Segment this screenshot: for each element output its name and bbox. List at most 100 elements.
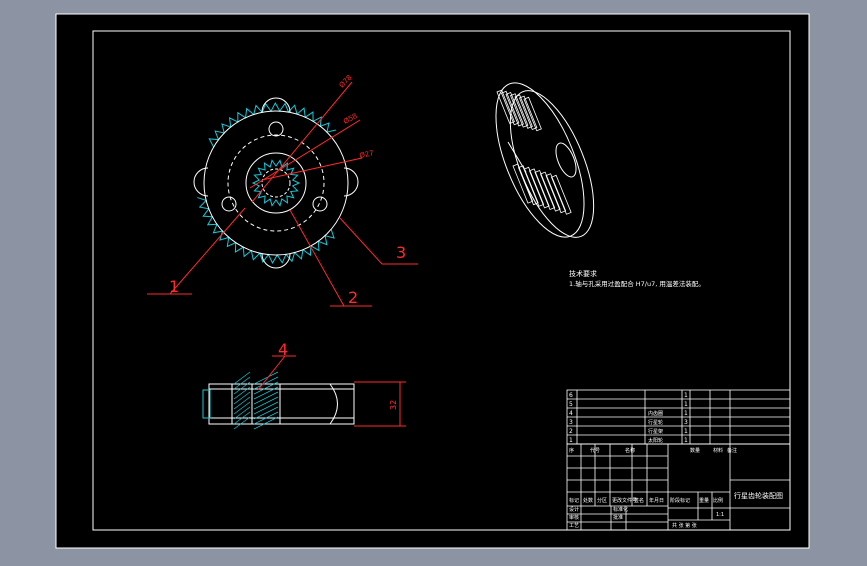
hatchA-stroke	[233, 416, 251, 430]
tb-label-standard: 标准化	[613, 506, 628, 513]
leader-balloon-3	[339, 217, 383, 265]
isoGearBottom-rib	[539, 171, 561, 212]
isoGearBottom-rib	[545, 173, 567, 214]
hatchA-stroke	[233, 411, 251, 425]
isoGearTop-rib	[505, 92, 524, 127]
dim-inner-text: Ø27	[359, 149, 375, 160]
hatchB-stroke	[253, 416, 279, 430]
dim-height-text: 32	[389, 400, 398, 410]
leader-dim-middle	[249, 119, 361, 189]
tb-label-zone: 分区	[597, 497, 607, 504]
center-bore	[261, 168, 291, 198]
tb-label-date: 年月日	[649, 497, 664, 504]
iso-edge	[507, 141, 527, 173]
isoGearBottom-rib	[523, 166, 545, 207]
parts-header-cell: 备注	[727, 447, 737, 454]
hatchA-stroke	[233, 391, 251, 405]
parts-header-cell: 代号	[590, 447, 600, 454]
isoGearTop-rib	[500, 90, 520, 126]
hatchA-stroke	[233, 376, 251, 390]
parts-row-name: 行星架	[648, 428, 663, 435]
gear-teeth-arc-1	[208, 101, 337, 148]
parts-row-no: 4	[569, 410, 573, 417]
tb-label-design: 设计	[569, 506, 579, 513]
parts-header-cell: 序	[569, 447, 574, 454]
lobe-bottom	[261, 253, 291, 269]
sheet-inner-frame	[92, 30, 791, 531]
hole-left	[221, 196, 237, 212]
parts-header-cell: 材料	[713, 447, 723, 454]
hatchA-stroke	[233, 386, 251, 400]
iso-hub	[555, 142, 577, 178]
iso-body-back	[495, 82, 585, 238]
iso-gear-top	[496, 89, 542, 132]
iso-gear-bottom	[512, 163, 572, 215]
parts-row-no: 2	[569, 428, 573, 435]
tb-label-review: 审核	[569, 514, 579, 521]
section-curve	[329, 383, 338, 425]
isoGearTop-rib	[496, 89, 515, 125]
hatchB-stroke	[253, 406, 279, 420]
leader-balloon-2	[289, 209, 345, 307]
inner-spline-path	[251, 159, 301, 207]
hatchA-stroke	[233, 371, 251, 385]
title-block-frame	[566, 443, 791, 531]
isoGearTop-rib	[518, 95, 538, 131]
parts-row-qty: 1	[684, 401, 688, 408]
lobe-left	[193, 167, 209, 197]
leader-balloon-4	[257, 355, 286, 391]
tb-label-mark: 标记	[569, 497, 579, 504]
tb-label-process: 工艺	[569, 523, 579, 529]
tb-label-count: 处数	[583, 497, 593, 504]
balloon-1: 1	[169, 277, 179, 296]
hole-right	[312, 196, 328, 212]
parts-row-qty: 1	[684, 392, 688, 399]
drawing-title: 行星齿轮装配图	[734, 491, 783, 500]
hatchB-stroke	[253, 386, 279, 400]
section-teeth-edge	[202, 389, 211, 419]
tb-scale-value: 1:1	[716, 512, 724, 518]
hatchB-stroke	[253, 411, 279, 425]
hatchA-stroke	[233, 396, 251, 410]
tb-label-weight: 重量	[699, 497, 709, 504]
hole-top	[268, 121, 284, 137]
isoGearBottom-rib	[528, 168, 550, 209]
isoGearTop-rib	[514, 94, 533, 129]
hatchA-stroke	[233, 381, 251, 395]
isoGearBottom-rib	[512, 163, 534, 204]
hatchB-stroke	[253, 391, 279, 405]
tb-label-change-doc: 更改文件号	[612, 497, 637, 504]
gear-outer-circle	[203, 110, 349, 256]
isoGearBottom-rib	[517, 165, 539, 206]
hatchA-stroke	[233, 406, 251, 420]
hatchB-stroke	[253, 401, 279, 415]
section-view	[202, 355, 406, 430]
tb-label-sign: 签名	[634, 497, 644, 504]
hatchA-stroke	[233, 401, 251, 415]
technical-requirements: 技术要求 1.轴与孔采用过盈配合 H7/u7, 用温差法装配。	[569, 269, 705, 288]
tb-label-sheets: 共 张 第 张	[672, 522, 697, 529]
hatchB-stroke	[253, 396, 279, 410]
title-block	[566, 443, 791, 531]
balloon-4: 4	[278, 340, 288, 359]
tb-label-approve: 批准	[613, 514, 623, 521]
inner-spline-teeth	[251, 159, 301, 207]
hatchB-stroke	[253, 371, 279, 385]
parts-row-no: 5	[569, 401, 573, 408]
title-block-grid	[567, 444, 668, 530]
section-hatch-left	[233, 371, 251, 430]
tech-req-title: 技术要求	[569, 269, 597, 278]
hatchB-stroke	[253, 381, 279, 395]
parts-header-cell: 数量	[690, 447, 700, 454]
balloon-2: 2	[348, 288, 358, 307]
isoGearTop-rib	[509, 93, 529, 128]
isoGearTop-rib	[523, 96, 542, 132]
parts-row-qty: 1	[684, 437, 688, 444]
isoGearBottom-rib	[550, 174, 572, 215]
gear-front-view: Ø78 Ø58 Ø27 1 2 3	[147, 74, 418, 307]
section-outline	[208, 383, 355, 425]
parts-row-qty: 3	[684, 419, 688, 426]
